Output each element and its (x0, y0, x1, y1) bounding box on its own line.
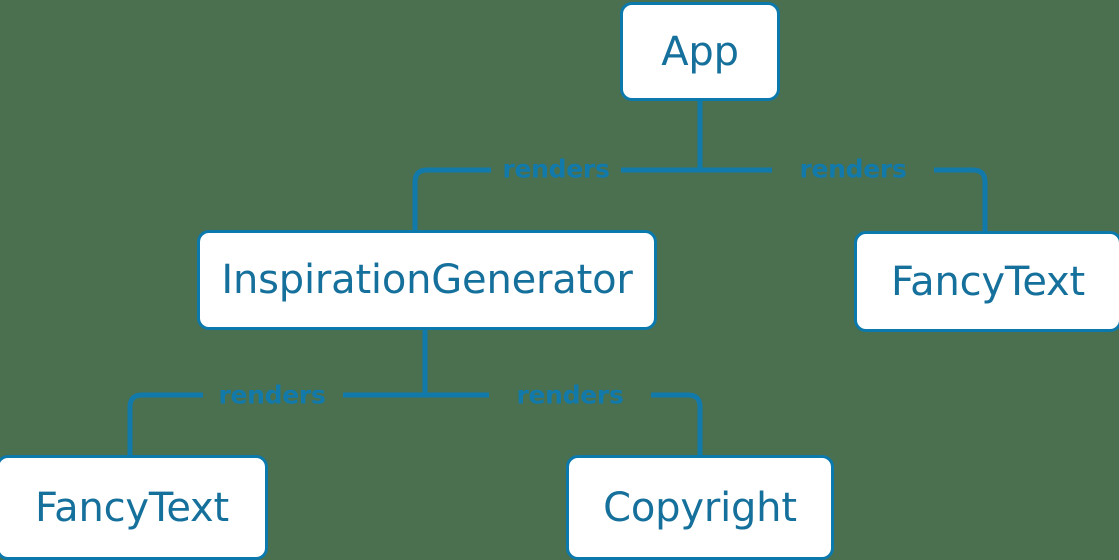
edge-app-to-inspirationgenerator-right (412, 167, 491, 231)
edge-label-app-to-fancytext: renders (799, 154, 907, 184)
node-fancytext-right[interactable]: FancyText (854, 231, 1119, 332)
edge-inspirationgenerator-to-copyright-b (651, 392, 703, 456)
node-copyright-label: Copyright (603, 484, 797, 531)
node-inspirationgenerator-label: InspirationGenerator (221, 257, 633, 303)
node-app[interactable]: App (620, 2, 780, 101)
edge-label-app-to-inspirationgenerator: renders (502, 154, 610, 184)
edge-label-inspirationgenerator-to-fancytext: renders (218, 380, 326, 410)
node-inspirationgenerator[interactable]: InspirationGenerator (197, 230, 657, 330)
node-fancytext-right-label: FancyText (891, 258, 1085, 305)
node-fancytext-left-label: FancyText (35, 484, 229, 531)
edge-label-inspirationgenerator-to-copyright: renders (516, 380, 624, 410)
node-copyright[interactable]: Copyright (566, 455, 834, 560)
edge-inspirationgenerator-to-fancytext-b (127, 392, 203, 456)
edge-app-to-fancytext-right-b (934, 167, 988, 232)
node-fancytext-left[interactable]: FancyText (0, 455, 268, 560)
node-app-label: App (661, 28, 739, 75)
